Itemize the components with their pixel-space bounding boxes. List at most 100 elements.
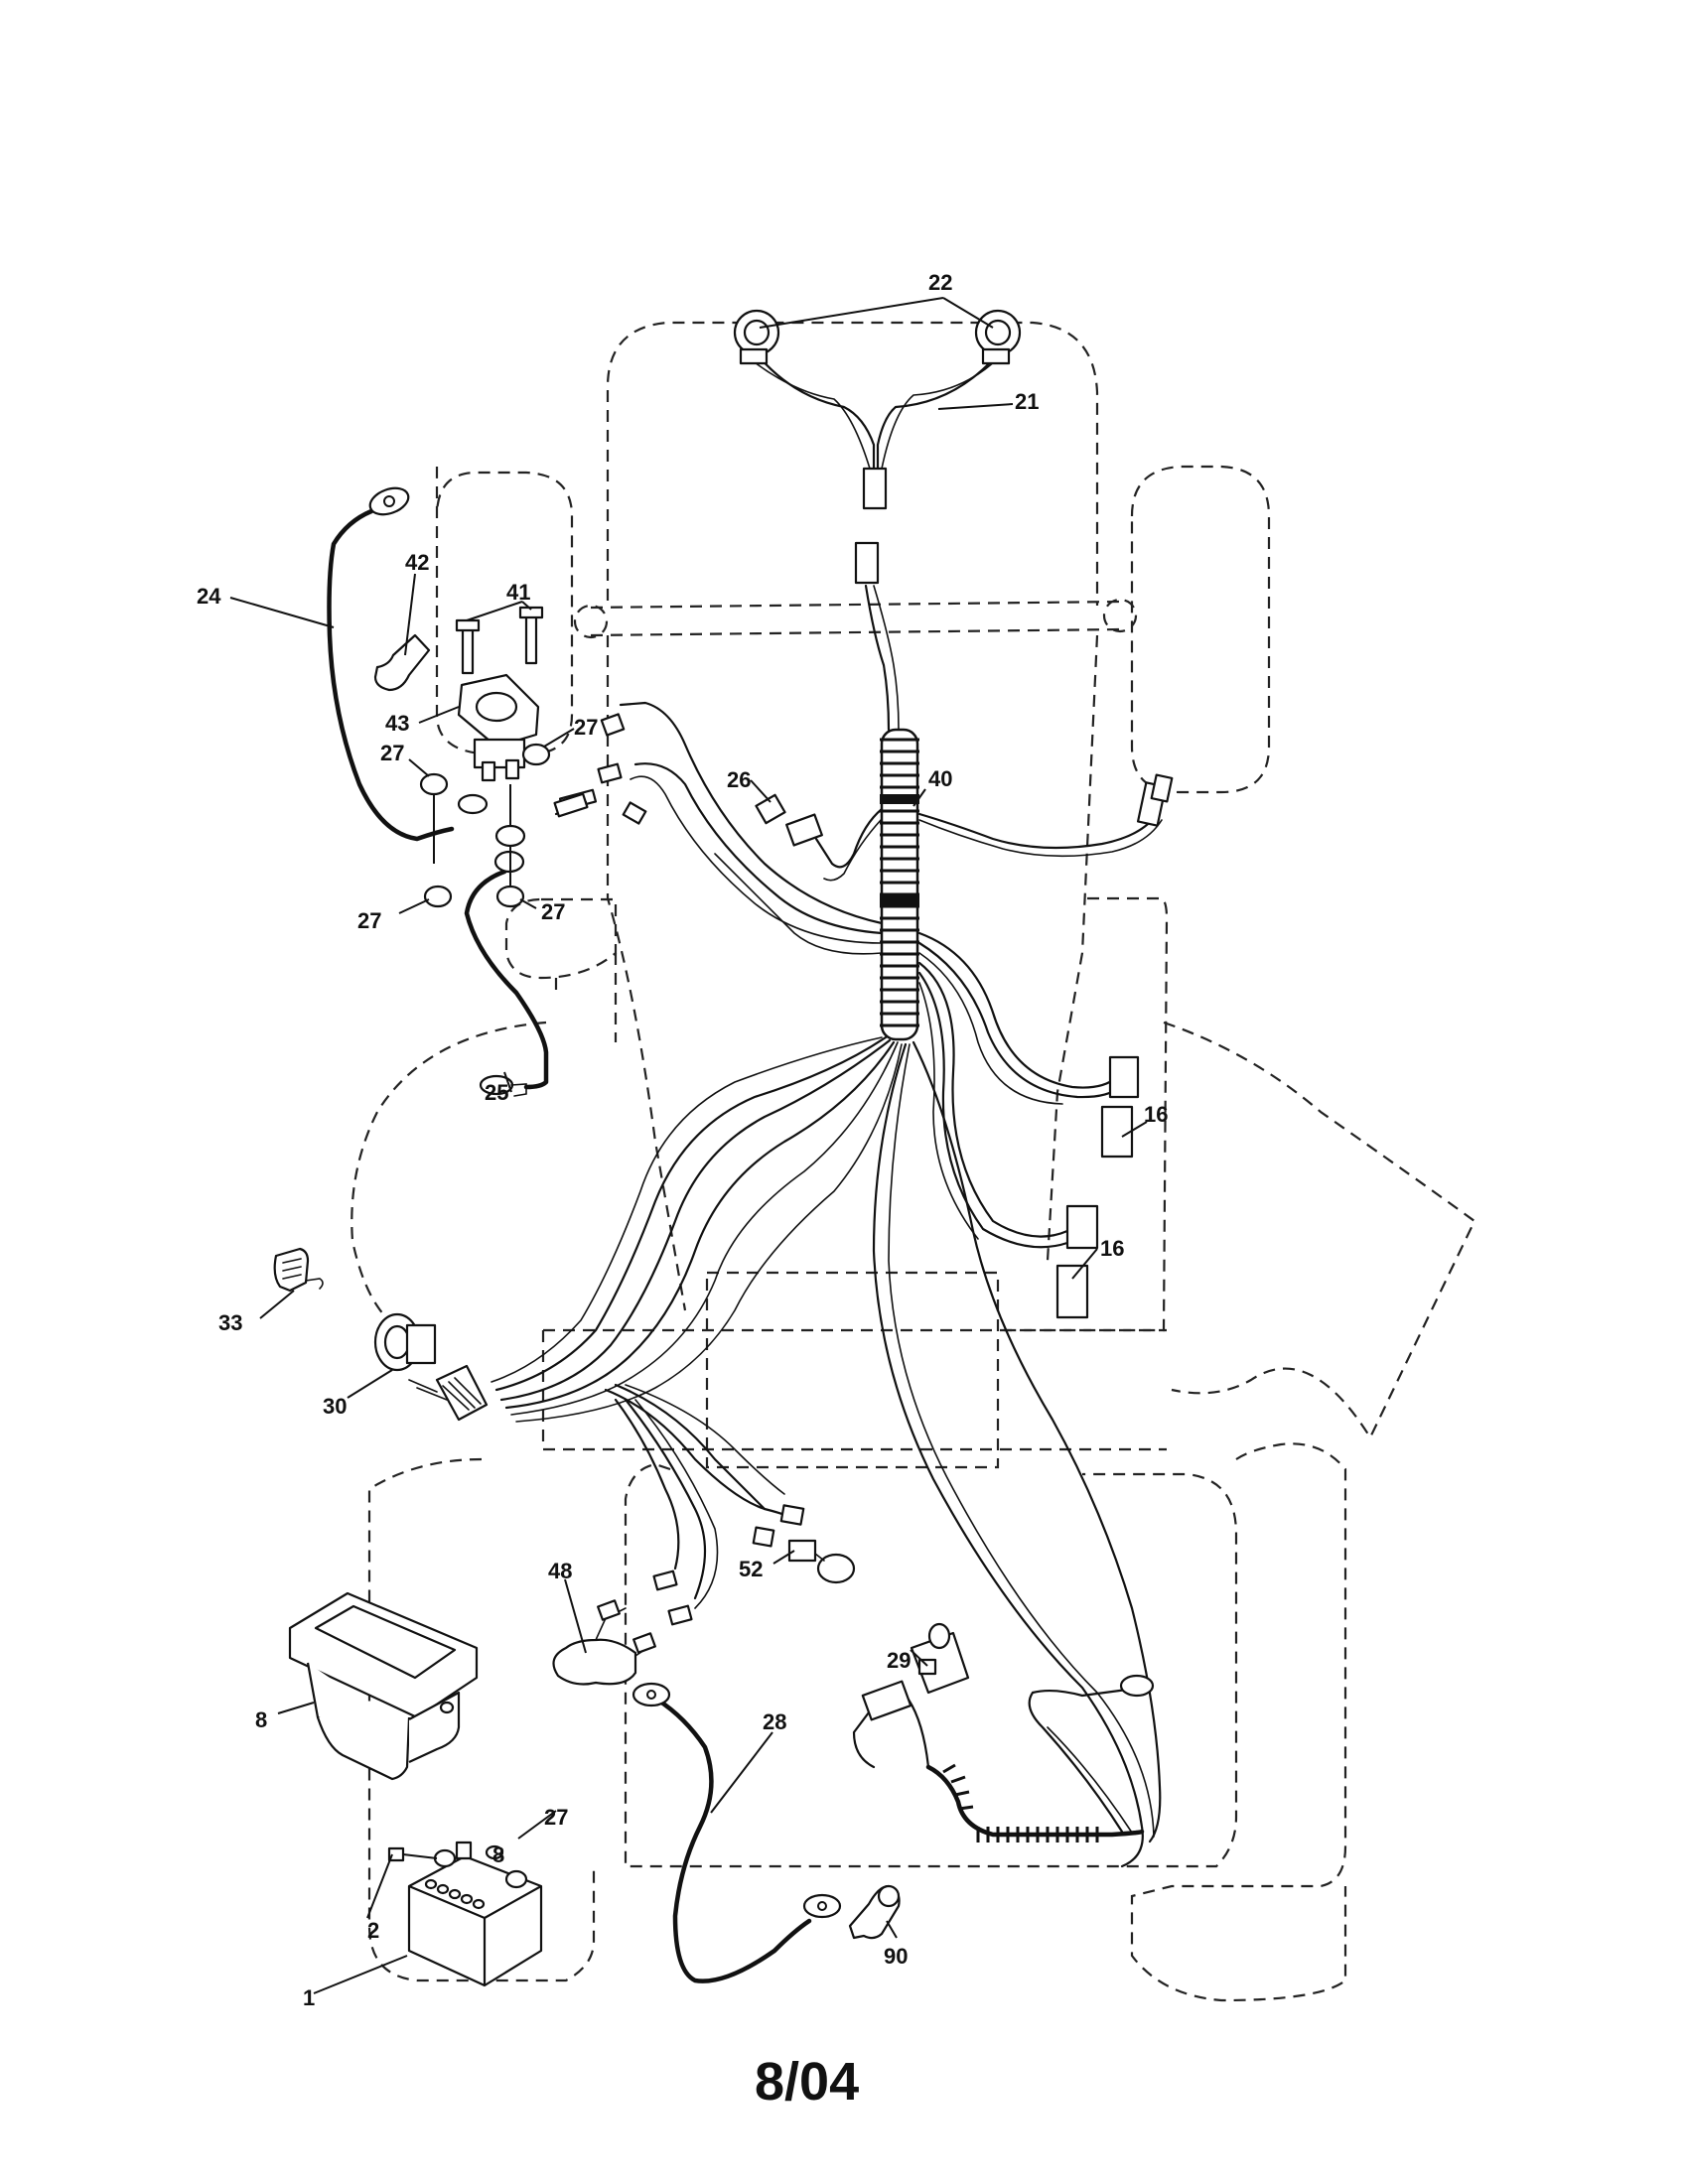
axle-end-left xyxy=(573,604,609,639)
branch-16b-b xyxy=(917,971,1069,1249)
callout-27-e: 27 xyxy=(544,1805,568,1830)
right-fender xyxy=(1163,1021,1476,1440)
branch-48-b xyxy=(624,1398,707,1600)
battery-nut-27 xyxy=(485,1844,504,1860)
branch-48-c xyxy=(634,1399,719,1609)
connector-26-b xyxy=(785,813,823,847)
seat-pan xyxy=(705,1271,1000,1469)
callout-30: 30 xyxy=(323,1394,347,1419)
pto-switch xyxy=(552,1599,656,1686)
callout-33: 33 xyxy=(218,1310,242,1335)
branch-solenoid-a xyxy=(619,701,884,925)
branch-solenoid-b xyxy=(633,762,884,935)
left-fender xyxy=(351,1021,547,1331)
connector-16a-male xyxy=(1108,1055,1140,1099)
nut-27-b xyxy=(521,743,551,766)
battery-bolt xyxy=(387,1846,438,1862)
key-33 xyxy=(273,1247,324,1293)
connector-48-a xyxy=(652,1570,678,1591)
connector-to-harness-b xyxy=(873,585,900,731)
battery xyxy=(407,1841,543,1987)
seat-deck xyxy=(541,1328,1167,1451)
connector-to-harness xyxy=(864,584,891,732)
axle-end-right xyxy=(1102,598,1138,633)
nut-27-c xyxy=(423,885,453,908)
solenoid-assembly xyxy=(327,486,589,1097)
tractor-outline xyxy=(351,321,1476,2002)
battery-tray xyxy=(288,1591,479,1781)
branch-16a-b xyxy=(917,941,1122,1099)
solenoid-wire-terminal xyxy=(553,792,589,818)
terminal-cap-42 xyxy=(373,633,431,692)
callout-27-c: 27 xyxy=(357,908,381,933)
callout-8-b: 8 xyxy=(492,1843,504,1867)
callout-24: 24 xyxy=(197,584,221,609)
connector-16a-female xyxy=(1100,1105,1134,1159)
trunk-a xyxy=(494,1035,888,1392)
callout-27-b: 27 xyxy=(574,715,598,740)
callout-8-a: 8 xyxy=(255,1707,267,1732)
callout-42: 42 xyxy=(405,550,429,575)
front-axle-outline xyxy=(590,600,1123,637)
solenoid-43 xyxy=(457,673,540,782)
headlight-wire-d xyxy=(881,356,1000,470)
headlight-connector-top xyxy=(862,467,888,510)
nut-27-a xyxy=(419,772,449,796)
callout-25: 25 xyxy=(485,1080,508,1105)
connector-26-a xyxy=(755,793,786,825)
branch-52-a xyxy=(604,1388,796,1521)
branch-right-front xyxy=(917,812,1159,850)
trunk-f xyxy=(515,1043,903,1423)
right-front-connector xyxy=(1136,773,1174,827)
connector-16b-male xyxy=(1065,1204,1099,1250)
bolts-41 xyxy=(455,606,544,675)
callout-27-d: 27 xyxy=(541,899,565,924)
branch-26-b xyxy=(823,818,883,882)
callout-21: 21 xyxy=(1015,389,1039,414)
callout-52: 52 xyxy=(739,1557,763,1581)
rear-wheel-right xyxy=(1130,1442,1347,2002)
terminal-boot-90 xyxy=(848,1884,901,1940)
ring-terminal-a xyxy=(457,793,489,815)
cable-24 xyxy=(327,508,455,842)
connector-52-a xyxy=(779,1504,805,1526)
seat-wire-a xyxy=(872,1042,1144,1868)
callout-1: 1 xyxy=(303,1985,315,2010)
headlight-wire-a xyxy=(758,355,876,471)
callout-43: 43 xyxy=(385,711,409,736)
callout-27-a: 27 xyxy=(380,741,404,765)
seat-ground-wire-b xyxy=(1047,1726,1133,1834)
headlight-connector-bottom xyxy=(854,541,880,585)
terminal-a xyxy=(600,713,626,737)
bulb-52 xyxy=(787,1539,856,1584)
headlight-wire-c xyxy=(754,361,871,470)
callout-40: 40 xyxy=(928,766,952,791)
ground-cable-28 xyxy=(632,1682,842,1983)
coiled-cord xyxy=(925,1763,1145,1843)
frame-right xyxy=(1046,634,1099,1262)
branch-16a-c xyxy=(918,952,1063,1105)
right-platform xyxy=(1003,896,1169,1332)
seat-ground-terminal xyxy=(1119,1674,1155,1698)
callout-29: 29 xyxy=(887,1648,911,1673)
headlight-right xyxy=(974,309,1022,365)
headlight-left xyxy=(733,309,780,365)
connector-48-b xyxy=(667,1604,693,1626)
date-code: 8/04 xyxy=(755,2052,859,2112)
footrest-link xyxy=(554,953,618,1042)
branch-16b-c xyxy=(918,982,979,1240)
branch-right-front-b xyxy=(918,819,1163,858)
seat-plug xyxy=(861,1680,912,1721)
branch-16a xyxy=(917,931,1119,1089)
cable-25 xyxy=(464,869,549,1090)
callout-numbers: 22 21 42 41 24 43 27 27 27 27 26 40 25 1… xyxy=(197,270,1168,2010)
callout-16-a: 16 xyxy=(1144,1102,1168,1127)
branch-26 xyxy=(814,807,884,869)
frame-left xyxy=(606,635,687,1311)
callout-90: 90 xyxy=(884,1944,908,1969)
footrest-left xyxy=(504,897,618,980)
branch-solenoid-c xyxy=(630,775,883,944)
terminal-b xyxy=(597,762,623,784)
branch-48-a xyxy=(614,1398,680,1570)
